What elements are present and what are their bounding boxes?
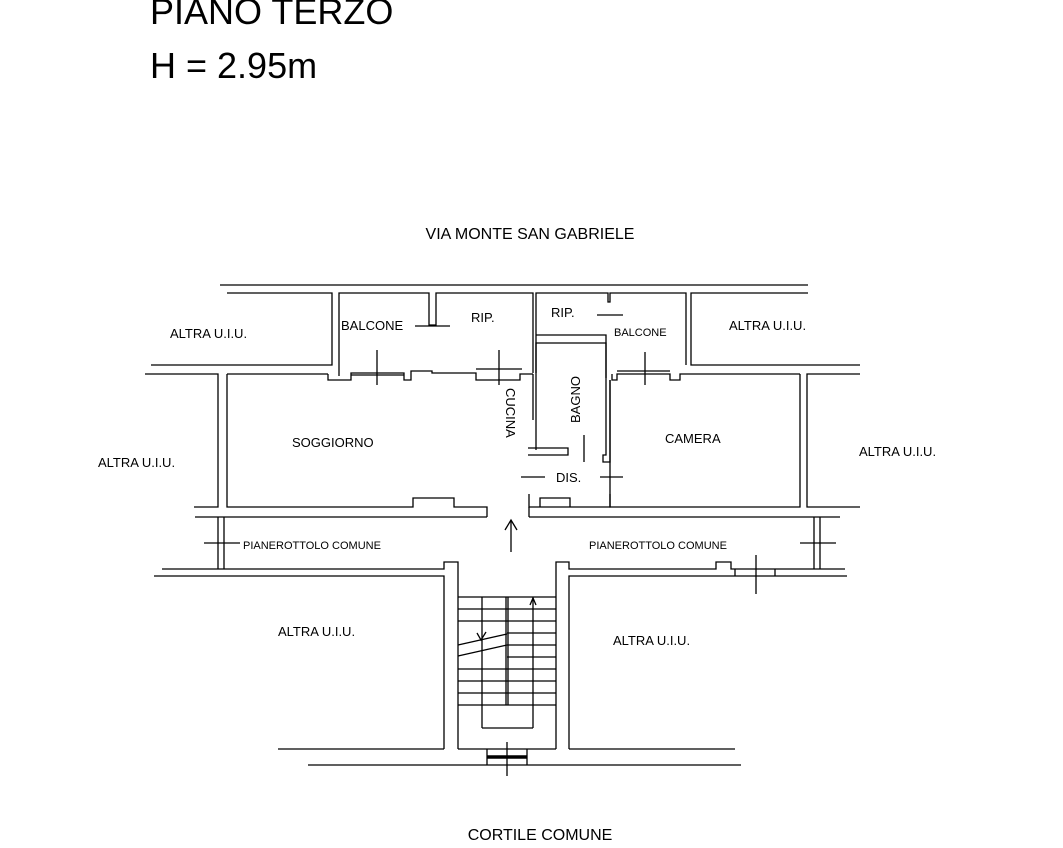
- room-balcone-left: BALCONE: [341, 318, 403, 333]
- courtyard-label: CORTILE COMUNE: [468, 827, 613, 844]
- neighbor-bottom-right: ALTRA U.I.U.: [613, 633, 690, 648]
- walls: [145, 284, 860, 776]
- neighbor-top-left: ALTRA U.I.U.: [170, 326, 247, 341]
- neighbor-mid-right: ALTRA U.I.U.: [859, 444, 936, 459]
- room-rip-right: RIP.: [551, 305, 575, 320]
- floor-title: PIANO TERZO: [150, 0, 394, 32]
- room-soggiorno: SOGGIORNO: [292, 435, 374, 450]
- room-rip-left: RIP.: [471, 310, 495, 325]
- neighbor-mid-left: ALTRA U.I.U.: [98, 455, 175, 470]
- floor-height: H = 2.95m: [150, 45, 318, 86]
- staircase: [457, 596, 556, 729]
- room-bagno: BAGNO: [568, 376, 583, 423]
- room-landing-right: PIANEROTTOLO COMUNE: [589, 540, 727, 552]
- street-label: VIA MONTE SAN GABRIELE: [426, 226, 635, 243]
- room-landing-left: PIANEROTTOLO COMUNE: [243, 540, 381, 552]
- room-dis: DIS.: [556, 470, 581, 485]
- room-balcone-right: BALCONE: [614, 327, 667, 339]
- room-cucina: CUCINA: [503, 388, 518, 438]
- neighbor-top-right: ALTRA U.I.U.: [729, 318, 806, 333]
- neighbor-bottom-left: ALTRA U.I.U.: [278, 624, 355, 639]
- room-camera: CAMERA: [665, 431, 721, 446]
